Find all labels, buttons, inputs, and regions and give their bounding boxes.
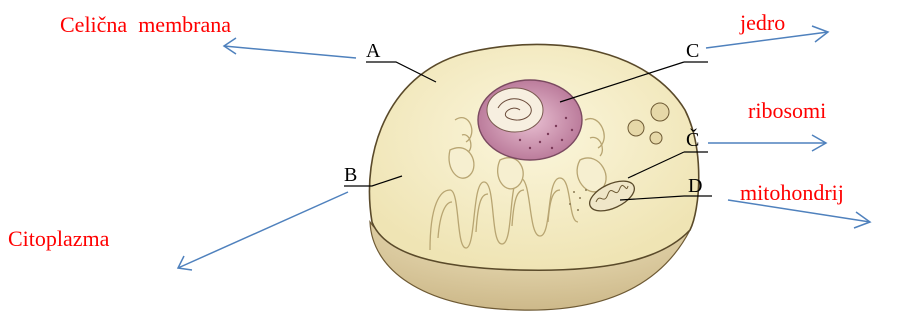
label-mitohondrij: mitohondrij	[740, 180, 844, 205]
label-jedro: jedro	[739, 10, 785, 35]
label-letter-c: C	[686, 40, 699, 62]
label-letter-d: D	[688, 175, 702, 197]
label-letter-b: B	[344, 164, 357, 186]
nucleus	[478, 80, 582, 160]
label-letter-c-caron: Č	[686, 127, 699, 151]
label-ribosomi: ribosomi	[748, 98, 826, 123]
label-citoplazma: Citoplazma	[8, 226, 110, 251]
label-letter-a: A	[366, 40, 381, 62]
label-celicna-membrana: Celična membrana	[60, 12, 231, 37]
